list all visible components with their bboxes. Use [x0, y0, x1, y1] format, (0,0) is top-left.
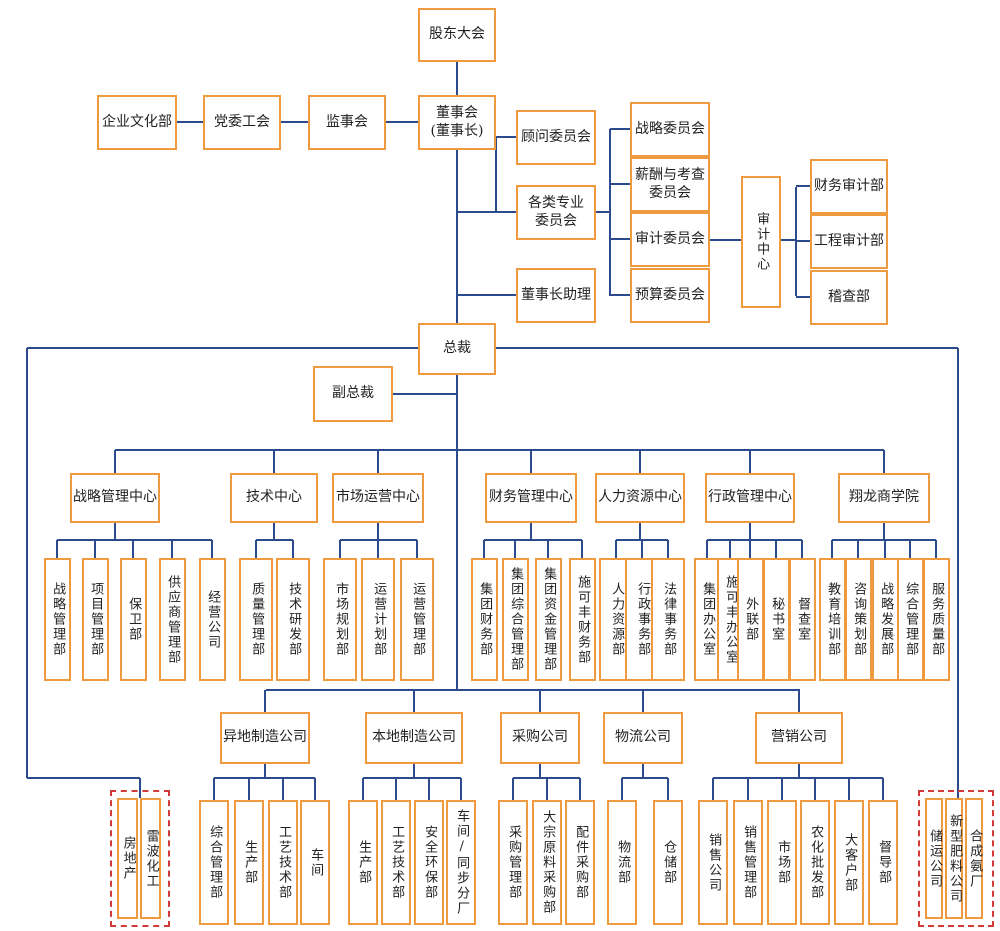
affiliate-group-left-item: 雷波化工 — [140, 798, 161, 919]
committee-strategy-box: 战略委员会 — [630, 102, 710, 157]
culture-dept-box: 企业文化部 — [97, 95, 177, 150]
vice-president-box: 副总裁 — [313, 366, 393, 422]
center-dept-box: 咨询策划部 — [844, 558, 872, 681]
company-dept-box: 市场部 — [767, 800, 797, 925]
chairman-assistant-box: 董事长助理 — [516, 268, 596, 323]
center-box: 人力资源中心 — [595, 473, 685, 523]
company-box: 采购公司 — [500, 712, 580, 764]
company-dept-box: 工艺技术部 — [381, 800, 411, 925]
affiliate-group-right-item: 合成氨厂 — [965, 798, 983, 919]
company-dept-box: 农化批发部 — [800, 800, 830, 925]
committee-budget-box: 预算委员会 — [630, 268, 710, 323]
committee-audit-box: 审计委员会 — [630, 212, 710, 267]
company-dept-box: 生产部 — [234, 800, 264, 925]
center-dept-box: 运营计划部 — [361, 558, 395, 681]
company-box: 物流公司 — [603, 712, 683, 764]
special-committees-box: 各类专业 委员会 — [516, 185, 596, 240]
center-box: 行政管理中心 — [705, 473, 795, 523]
center-dept-box: 服务质量部 — [922, 558, 950, 681]
company-box: 异地制造公司 — [220, 712, 310, 764]
audit-center-box: 审计中心 — [741, 176, 781, 308]
center-dept-box: 秘书室 — [762, 558, 790, 681]
affiliate-group-right — [918, 790, 994, 927]
affiliate-group-right-item: 新型肥料公司 — [945, 798, 963, 919]
company-dept-box: 销售管理部 — [733, 800, 763, 925]
company-dept-box: 车间 — [300, 800, 330, 925]
shareholders-meeting-box: 股东大会 — [418, 8, 496, 62]
inspect-box: 稽查部 — [810, 270, 888, 325]
company-dept-box: 生产部 — [348, 800, 378, 925]
company-dept-box: 督导部 — [868, 800, 898, 925]
president-box: 总裁 — [418, 323, 496, 375]
board-box: 董事会 (董事长) — [418, 95, 496, 150]
company-dept-box: 安全环保部 — [414, 800, 444, 925]
company-box: 本地制造公司 — [365, 712, 463, 764]
company-dept-box: 销售公司 — [698, 800, 728, 925]
center-dept-box: 集团财务部 — [470, 558, 498, 681]
company-dept-box: 物流部 — [607, 800, 637, 925]
advisory-committee-box: 顾问委员会 — [516, 110, 596, 165]
company-box: 营销公司 — [755, 712, 843, 764]
center-dept-box: 供应商管理部 — [158, 558, 186, 681]
affiliate-group-left-item: 房地产 — [117, 798, 138, 919]
center-dept-box: 经营公司 — [198, 558, 226, 681]
center-dept-box: 教育培训部 — [818, 558, 846, 681]
center-dept-box: 施可丰财务部 — [568, 558, 596, 681]
eng-audit-box: 工程审计部 — [810, 214, 888, 269]
center-dept-box: 项目管理部 — [81, 558, 109, 681]
center-dept-box: 质量管理部 — [239, 558, 273, 681]
fin-audit-box: 财务审计部 — [810, 159, 888, 214]
company-dept-box: 车间/同步分厂 — [446, 800, 476, 925]
center-box: 市场运营中心 — [332, 473, 424, 523]
center-box: 技术中心 — [230, 473, 318, 523]
committee-salary-box: 薪酬与考查 委员会 — [630, 157, 710, 212]
center-dept-box: 集团综合管理部 — [501, 558, 529, 681]
center-box: 战略管理中心 — [70, 473, 160, 523]
company-dept-box: 仓储部 — [653, 800, 683, 925]
company-dept-box: 配件采购部 — [565, 800, 595, 925]
center-dept-box: 市场规划部 — [323, 558, 357, 681]
company-dept-box: 综合管理部 — [199, 800, 229, 925]
center-dept-box: 法律事务部 — [651, 558, 685, 681]
center-dept-box: 战略管理部 — [43, 558, 71, 681]
center-dept-box: 外联部 — [736, 558, 764, 681]
affiliate-group-right-item: 储运公司 — [925, 798, 943, 919]
center-box: 翔龙商学院 — [838, 473, 930, 523]
company-dept-box: 采购管理部 — [498, 800, 528, 925]
affiliate-group-left — [110, 790, 170, 927]
company-dept-box: 工艺技术部 — [268, 800, 298, 925]
center-dept-box: 保卫部 — [119, 558, 147, 681]
center-dept-box: 集团资金管理部 — [534, 558, 562, 681]
supervisors-box: 监事会 — [308, 95, 386, 150]
center-dept-box: 综合管理部 — [896, 558, 924, 681]
party-committee-box: 党委工会 — [203, 95, 281, 150]
center-dept-box: 督查室 — [788, 558, 816, 681]
center-dept-box: 技术研发部 — [276, 558, 310, 681]
center-dept-box: 战略发展部 — [871, 558, 899, 681]
center-dept-box: 运营管理部 — [400, 558, 434, 681]
company-dept-box: 大客户部 — [834, 800, 864, 925]
company-dept-box: 大宗原料采购部 — [532, 800, 562, 925]
center-box: 财务管理中心 — [485, 473, 577, 523]
